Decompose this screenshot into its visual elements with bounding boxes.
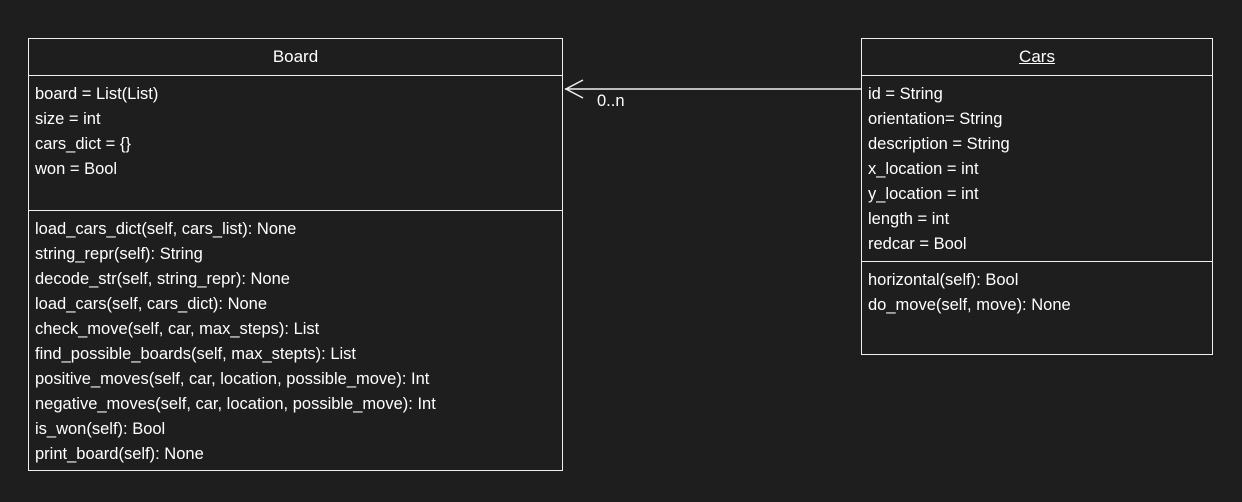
cars-attribute: description = String xyxy=(868,135,1010,153)
board-method: negative_moves(self, car, location, poss… xyxy=(35,395,436,413)
cars-class[interactable]: Cars id = String orientation= String des… xyxy=(861,38,1213,355)
association-multiplicity: 0..n xyxy=(597,92,625,110)
cars-methods: horizontal(self): Bool do_move(self, mov… xyxy=(862,261,1212,324)
board-method: string_repr(self): String xyxy=(35,245,203,263)
board-method: load_cars(self, cars_dict): None xyxy=(35,295,268,313)
board-class-name: Board xyxy=(29,39,562,76)
cars-attributes: id = String orientation= String descript… xyxy=(862,76,1212,261)
board-attribute: size = int xyxy=(35,110,101,128)
board-method: load_cars_dict(self, cars_list): None xyxy=(35,220,297,238)
board-method: print_board(self): None xyxy=(35,445,204,463)
board-method: decode_str(self, string_repr): None xyxy=(35,270,290,288)
board-method: is_won(self): Bool xyxy=(35,420,166,438)
board-attribute: cars_dict = {} xyxy=(35,135,131,153)
cars-class-name: Cars xyxy=(862,39,1212,76)
board-class[interactable]: Board board = List(List) size = int cars… xyxy=(28,38,563,471)
cars-attribute: id = String xyxy=(868,85,943,103)
board-attributes: board = List(List) size = int cars_dict … xyxy=(29,76,562,210)
association-arrowhead xyxy=(564,79,584,99)
cars-method: horizontal(self): Bool xyxy=(868,271,1019,289)
board-methods: load_cars_dict(self, cars_list): None st… xyxy=(29,210,562,473)
board-method: find_possible_boards(self, max_stepts): … xyxy=(35,345,356,363)
board-method: check_move(self, car, max_steps): List xyxy=(35,320,320,338)
cars-method: do_move(self, move): None xyxy=(868,296,1071,314)
board-method: positive_moves(self, car, location, poss… xyxy=(35,370,430,388)
cars-class-title: Cars xyxy=(1019,47,1055,66)
cars-attribute: redcar = Bool xyxy=(868,235,967,253)
cars-attribute: y_location = int xyxy=(868,185,979,203)
board-class-title: Board xyxy=(272,47,319,66)
cars-attribute: orientation= String xyxy=(868,110,1003,128)
board-attribute: won = Bool xyxy=(35,160,118,178)
cars-attribute: length = int xyxy=(868,210,950,228)
cars-attribute: x_location = int xyxy=(868,160,979,178)
board-attribute: board = List(List) xyxy=(35,85,159,103)
